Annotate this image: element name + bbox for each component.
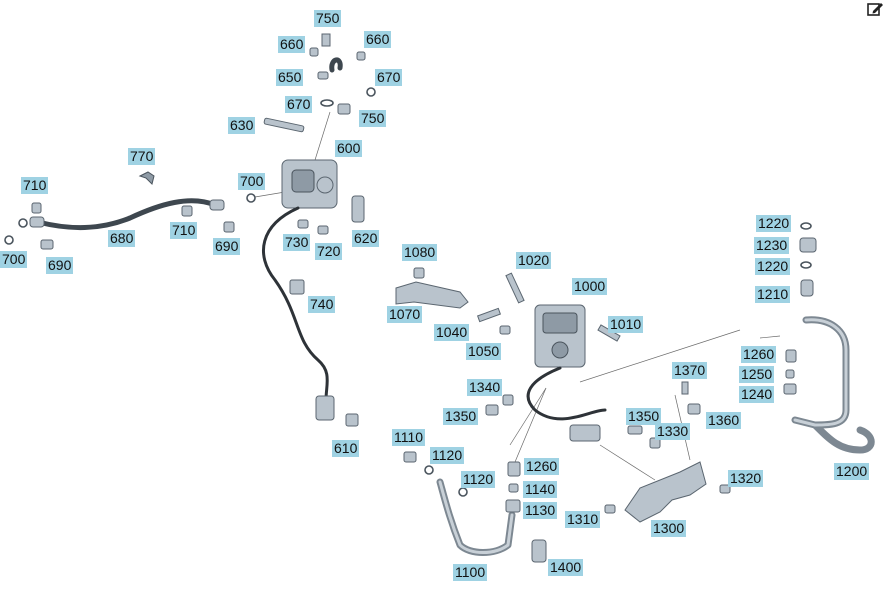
callout-1320[interactable]: 1320 (728, 470, 764, 487)
callout-1000[interactable]: 1000 (572, 278, 608, 295)
callout-1050[interactable]: 1050 (466, 343, 502, 360)
callout-1260[interactable]: 1260 (741, 346, 777, 363)
callout-1220[interactable]: 1220 (755, 258, 791, 275)
pipe-assembly-1200 (783, 222, 875, 454)
control-unit-1000 (395, 267, 621, 442)
callout-1240[interactable]: 1240 (739, 386, 775, 403)
callout-1020[interactable]: 1020 (516, 252, 552, 269)
callout-660[interactable]: 660 (278, 36, 306, 53)
callout-630[interactable]: 630 (228, 117, 256, 134)
hose-assembly-680 (4, 171, 235, 250)
pump-assembly-600 (246, 33, 376, 427)
callout-1260[interactable]: 1260 (524, 458, 560, 475)
callout-730[interactable]: 730 (283, 234, 311, 251)
callout-1200[interactable]: 1200 (834, 463, 870, 480)
callout-1310[interactable]: 1310 (565, 511, 601, 528)
callout-1370[interactable]: 1370 (672, 362, 708, 379)
callout-1330[interactable]: 1330 (655, 423, 691, 440)
callout-1130[interactable]: 1130 (523, 502, 558, 519)
edit-button[interactable] (866, 0, 884, 18)
callout-670[interactable]: 670 (375, 69, 403, 86)
callout-650[interactable]: 650 (276, 69, 304, 86)
callout-740[interactable]: 740 (308, 296, 336, 313)
callout-1140[interactable]: 1140 (523, 481, 558, 498)
callout-1360[interactable]: 1360 (706, 412, 742, 429)
callout-1350[interactable]: 1350 (443, 408, 479, 425)
callout-680[interactable]: 680 (108, 230, 136, 247)
callout-700[interactable]: 700 (238, 173, 266, 190)
edit-icon (867, 3, 883, 16)
callout-1250[interactable]: 1250 (739, 366, 775, 383)
callout-610[interactable]: 610 (332, 440, 360, 457)
callout-710[interactable]: 710 (21, 177, 49, 194)
callout-1120[interactable]: 1120 (430, 447, 465, 464)
callout-1100[interactable]: 1100 (453, 564, 488, 581)
callout-750[interactable]: 750 (359, 110, 387, 127)
callout-690[interactable]: 690 (213, 238, 241, 255)
callout-620[interactable]: 620 (352, 230, 380, 247)
callout-1120[interactable]: 1120 (461, 471, 496, 488)
callout-1080[interactable]: 1080 (402, 244, 438, 261)
callout-1300[interactable]: 1300 (651, 520, 687, 537)
callout-750[interactable]: 750 (314, 10, 342, 27)
pipe-assembly-1100 (403, 451, 547, 563)
callout-770[interactable]: 770 (128, 148, 156, 165)
callout-1230[interactable]: 1230 (754, 237, 790, 254)
callout-710[interactable]: 710 (170, 222, 198, 239)
callout-1110[interactable]: 1110 (392, 429, 426, 446)
callout-1220[interactable]: 1220 (756, 215, 792, 232)
bracket-1300 (604, 381, 731, 523)
callout-1350[interactable]: 1350 (626, 408, 662, 425)
callout-1400[interactable]: 1400 (548, 559, 584, 576)
callout-1210[interactable]: 1210 (755, 286, 791, 303)
callout-1340[interactable]: 1340 (467, 379, 503, 396)
callout-600[interactable]: 600 (335, 140, 363, 157)
callout-720[interactable]: 720 (315, 243, 343, 260)
callout-700[interactable]: 700 (0, 251, 28, 268)
callout-690[interactable]: 690 (46, 257, 74, 274)
callout-670[interactable]: 670 (285, 96, 313, 113)
callout-1010[interactable]: 1010 (608, 316, 644, 333)
callout-660[interactable]: 660 (364, 31, 392, 48)
callout-1040[interactable]: 1040 (434, 324, 470, 341)
callout-1070[interactable]: 1070 (387, 306, 423, 323)
